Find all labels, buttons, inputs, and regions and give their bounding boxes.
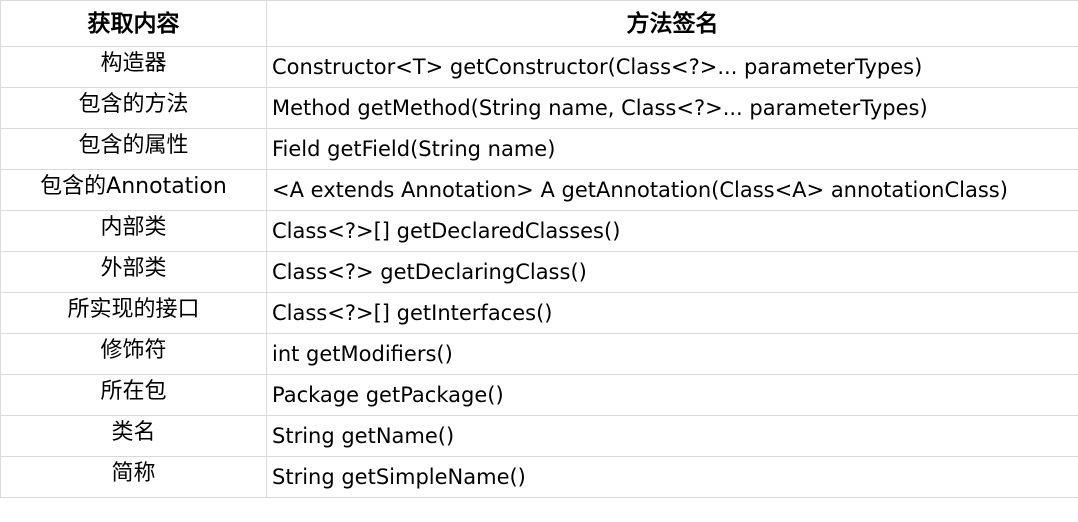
column-header-signature: 方法签名 bbox=[266, 0, 1078, 47]
content-cell: 构造器 bbox=[0, 46, 267, 88]
content-cell: 外部类 bbox=[0, 251, 267, 293]
signature-cell: Package getPackage() bbox=[266, 374, 1078, 416]
table-row: 外部类 Class<?> getDeclaringClass() bbox=[0, 251, 1078, 293]
content-cell: 修饰符 bbox=[0, 333, 267, 375]
signature-cell: Constructor<T> getConstructor(Class<?>..… bbox=[266, 46, 1078, 88]
signature-cell: Class<?>[] getDeclaredClasses() bbox=[266, 210, 1078, 252]
table-row: 构造器 Constructor<T> getConstructor(Class<… bbox=[0, 46, 1078, 88]
signature-cell: <A extends Annotation> A getAnnotation(C… bbox=[266, 169, 1078, 211]
table-header-row: 获取内容 方法签名 bbox=[0, 0, 1078, 47]
content-cell: 包含的Annotation bbox=[0, 169, 267, 211]
table-row: 包含的Annotation <A extends Annotation> A g… bbox=[0, 169, 1078, 211]
content-cell: 所在包 bbox=[0, 374, 267, 416]
table-row: 内部类 Class<?>[] getDeclaredClasses() bbox=[0, 210, 1078, 252]
content-cell: 类名 bbox=[0, 415, 267, 457]
content-cell: 包含的属性 bbox=[0, 128, 267, 170]
table-row: 简称 String getSimpleName() bbox=[0, 456, 1078, 498]
content-cell: 所实现的接口 bbox=[0, 292, 267, 334]
content-cell: 简称 bbox=[0, 456, 267, 498]
signature-cell: Method getMethod(String name, Class<?>..… bbox=[266, 87, 1078, 129]
table-row: 包含的方法 Method getMethod(String name, Clas… bbox=[0, 87, 1078, 129]
table-row: 包含的属性 Field getField(String name) bbox=[0, 128, 1078, 170]
table-row: 类名 String getName() bbox=[0, 415, 1078, 457]
content-cell: 内部类 bbox=[0, 210, 267, 252]
signature-cell: Class<?> getDeclaringClass() bbox=[266, 251, 1078, 293]
signature-cell: Field getField(String name) bbox=[266, 128, 1078, 170]
signature-cell: Class<?>[] getInterfaces() bbox=[266, 292, 1078, 334]
table-row: 所在包 Package getPackage() bbox=[0, 374, 1078, 416]
signature-cell: int getModifiers() bbox=[266, 333, 1078, 375]
table-row: 所实现的接口 Class<?>[] getInterfaces() bbox=[0, 292, 1078, 334]
signature-cell: String getSimpleName() bbox=[266, 456, 1078, 498]
content-cell: 包含的方法 bbox=[0, 87, 267, 129]
column-header-content: 获取内容 bbox=[0, 0, 267, 47]
reflection-methods-table: 获取内容 方法签名 构造器 Constructor<T> getConstruc… bbox=[0, 0, 1078, 498]
signature-cell: String getName() bbox=[266, 415, 1078, 457]
table-row: 修饰符 int getModifiers() bbox=[0, 333, 1078, 375]
